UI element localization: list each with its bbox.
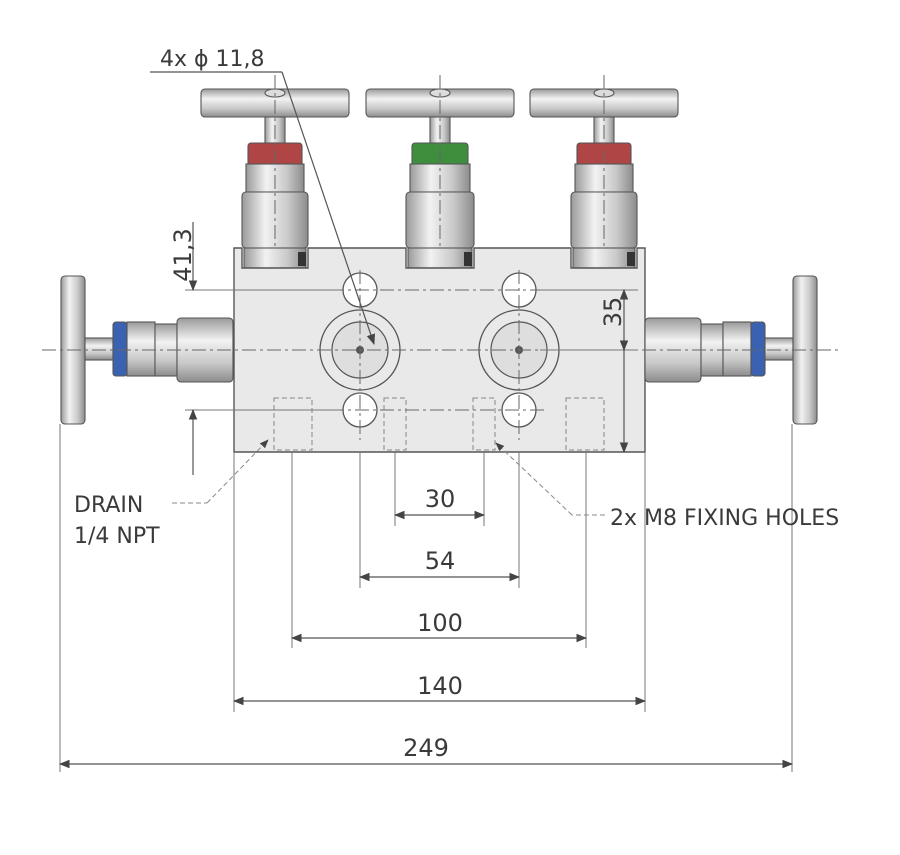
blue-ring-left [112, 321, 128, 377]
dim-100: 100 [290, 609, 588, 643]
center-lines [42, 75, 840, 440]
dim-30: 30 [393, 485, 486, 520]
hole-callout-label: 4x ϕ 11,8 [160, 47, 265, 72]
drain-label-line1: DRAIN [74, 493, 143, 518]
hole-callout: 4x ϕ 11,8 [150, 47, 375, 346]
dim-140: 140 [232, 672, 647, 706]
drain-label-line2: 1/4 NPT [74, 524, 160, 549]
dim-249-label: 249 [403, 734, 449, 762]
dim-54-label: 54 [425, 547, 456, 575]
hidden-threads [273, 397, 605, 451]
drain-note: DRAIN 1/4 NPT [74, 439, 269, 549]
fixing-holes-label: 2x M8 FIXING HOLES [610, 506, 839, 531]
dim-54: 54 [358, 547, 521, 582]
dim-35-label: 35 [599, 297, 627, 328]
dim-30-label: 30 [425, 485, 456, 513]
dim-249: 249 [58, 734, 794, 769]
manifold-body [233, 247, 646, 453]
dim-140-label: 140 [417, 672, 463, 700]
dim-35: 35 [599, 288, 629, 454]
blue-ring-right [750, 321, 766, 377]
fixing-holes-note: 2x M8 FIXING HOLES [495, 442, 839, 531]
dim-41-3: 41,3 [169, 222, 198, 475]
extension-lines [59, 289, 793, 772]
dim-41-3-label: 41,3 [169, 228, 197, 281]
dim-100-label: 100 [417, 609, 463, 637]
